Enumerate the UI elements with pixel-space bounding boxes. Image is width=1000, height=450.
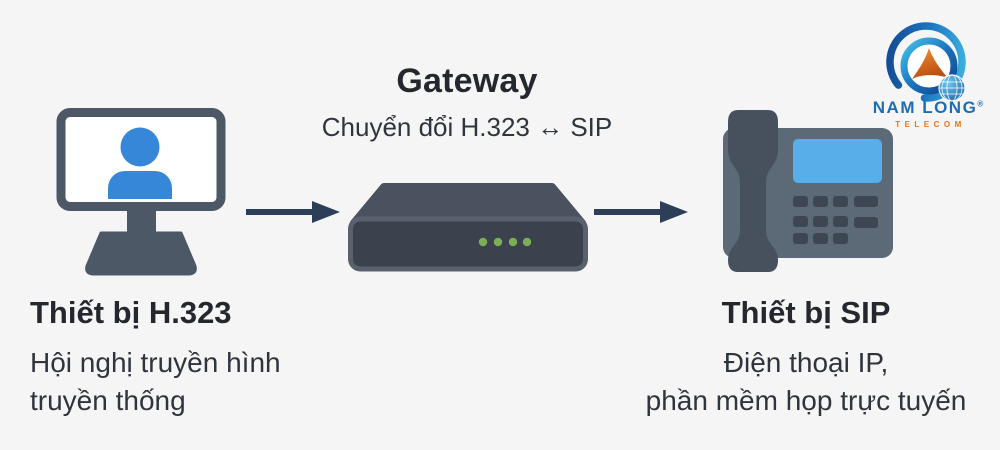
arrow-right-icon (594, 201, 688, 223)
gateway-device-icon (348, 183, 588, 272)
right-device-description: Điện thoại IP, phần mềm họp trực tuyến (606, 344, 1000, 420)
phone-screen (793, 139, 882, 183)
gateway-title: Gateway (396, 62, 538, 100)
right-device-description-line1: Điện thoại IP, (723, 347, 889, 378)
brand-logo: NAM LONG® TELECOM (858, 22, 998, 129)
monitor-stand-neck (127, 205, 156, 232)
right-device-description-line2: phần mềm họp trực tuyến (645, 385, 967, 416)
monitor-stand-base (85, 231, 197, 276)
right-device-title: Thiết bị SIP (721, 295, 891, 330)
left-device-description: Hội nghị truyền hình truyền thống (30, 344, 350, 420)
registered-mark: ® (977, 99, 984, 109)
right-device-label-block: Thiết bị SIP Điện thoại IP, phần mềm họp… (606, 295, 1000, 420)
logo-triangle-icon (912, 48, 948, 79)
arrow-right-icon (246, 201, 340, 223)
left-device-description-line2: truyền thống (30, 385, 186, 416)
left-device-title: Thiết bị H.323 (30, 295, 232, 330)
brand-logo-mark (886, 22, 966, 102)
video-conference-monitor-icon (56, 108, 226, 276)
gateway-subtitle: Chuyển đổi H.323 ↔ SIP (321, 112, 613, 142)
gateway-led-lights (478, 237, 532, 247)
logo-globe-icon (938, 74, 966, 102)
gateway-front-panel (348, 216, 588, 272)
left-device-description-line1: Hội nghị truyền hình (30, 347, 281, 378)
left-device-label-block: Thiết bị H.323 Hội nghị truyền hình truy… (30, 295, 350, 420)
phone-keypad (793, 196, 878, 244)
person-icon (108, 127, 172, 199)
brand-tagline: TELECOM (895, 120, 966, 129)
brand-name-text: NAM LONG (872, 98, 978, 117)
ip-phone-icon (723, 110, 893, 272)
brand-name: NAM LONG® (858, 98, 998, 118)
phone-handset (728, 110, 778, 272)
